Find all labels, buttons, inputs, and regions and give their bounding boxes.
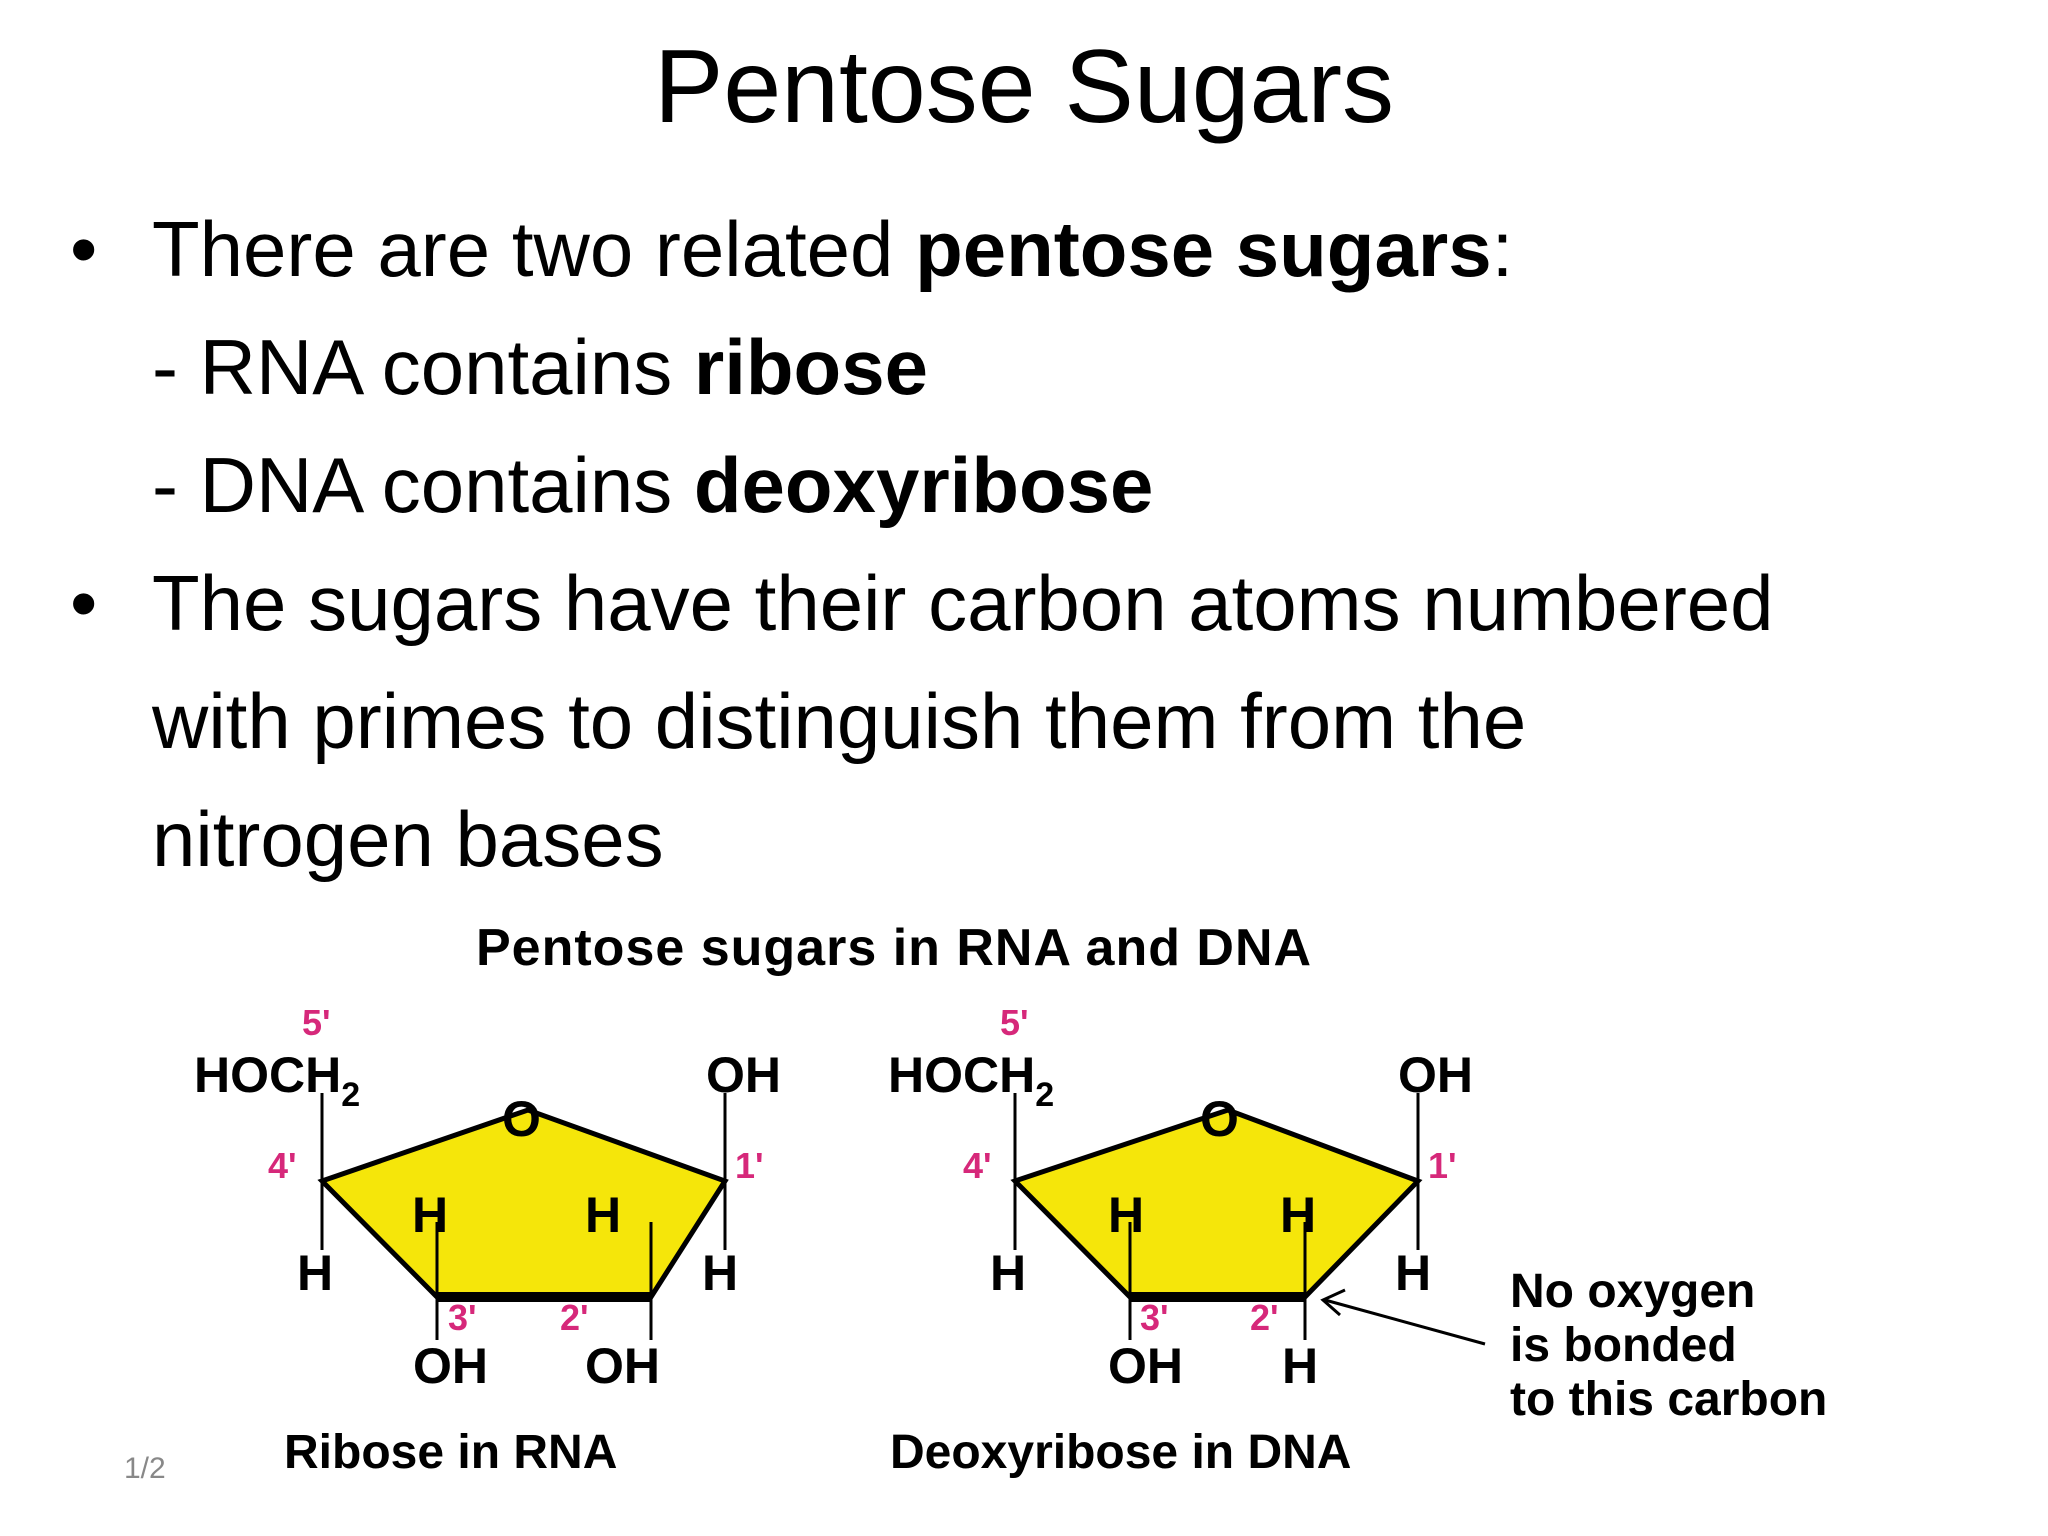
svg-text:HOCH2: HOCH2 (888, 1047, 1054, 1114)
svg-text:No oxygen: No oxygen (1510, 1265, 1755, 1318)
svg-text:H: H (990, 1245, 1026, 1301)
arrow-icon (1324, 1298, 1486, 1346)
svg-text:OH: OH (706, 1047, 781, 1103)
svg-text:H: H (412, 1187, 448, 1243)
svg-text:H: H (297, 1245, 333, 1301)
sub-item-rna: - RNA contains ribose (152, 323, 928, 411)
svg-text:1': 1' (735, 1145, 764, 1186)
svg-text:OH: OH (413, 1338, 488, 1394)
svg-text:3': 3' (448, 1297, 477, 1338)
svg-text:H: H (702, 1245, 738, 1301)
bullet-icon: • (70, 205, 98, 293)
svg-text:4': 4' (268, 1145, 297, 1186)
figure-title: Pentose sugars in RNA and DNA (476, 919, 1313, 977)
page-indicator: 1/2 (124, 1452, 166, 1485)
svg-text:to this carbon: to this carbon (1510, 1373, 1827, 1426)
svg-text:H: H (1108, 1187, 1144, 1243)
svg-text:OH: OH (1398, 1047, 1473, 1103)
svg-text:H: H (1282, 1338, 1318, 1394)
deoxyribose-structure: HOCH2 OH O H H H H OH H 5' 4' 1' 3' 2' N… (888, 1002, 1827, 1426)
svg-text:O: O (1200, 1091, 1239, 1147)
svg-text:2': 2' (560, 1297, 589, 1338)
svg-text:1': 1' (1428, 1145, 1457, 1186)
deoxyribose-caption: Deoxyribose in DNA (890, 1426, 1352, 1479)
svg-text:is bonded: is bonded (1510, 1319, 1737, 1372)
svg-text:O: O (502, 1091, 541, 1147)
svg-text:3': 3' (1140, 1297, 1169, 1338)
svg-text:5': 5' (302, 1002, 331, 1043)
svg-text:OH: OH (585, 1338, 660, 1394)
svg-text:5': 5' (1000, 1002, 1029, 1043)
svg-text:HOCH2: HOCH2 (194, 1047, 360, 1114)
ribose-caption: Ribose in RNA (284, 1426, 618, 1479)
svg-text:H: H (1280, 1187, 1316, 1243)
svg-text:2': 2' (1250, 1297, 1279, 1338)
sub-item-dna: - DNA contains deoxyribose (152, 441, 1154, 529)
bullet-item: • There are two related pentose sugars: (70, 190, 1970, 308)
svg-text:H: H (585, 1187, 621, 1243)
slide-title: Pentose Sugars (653, 29, 1395, 145)
svg-text:H: H (1395, 1245, 1431, 1301)
bullet-item: • The sugars have their carbon atoms num… (70, 544, 1970, 662)
ribose-structure: HOCH2 OH O H H H H OH OH 5' 4' 1' 3' 2' (194, 1002, 781, 1394)
bullet-list: • There are two related pentose sugars: … (70, 190, 1970, 898)
svg-text:OH: OH (1108, 1338, 1183, 1394)
bullet-icon: • (70, 559, 98, 647)
svg-text:4': 4' (963, 1145, 992, 1186)
